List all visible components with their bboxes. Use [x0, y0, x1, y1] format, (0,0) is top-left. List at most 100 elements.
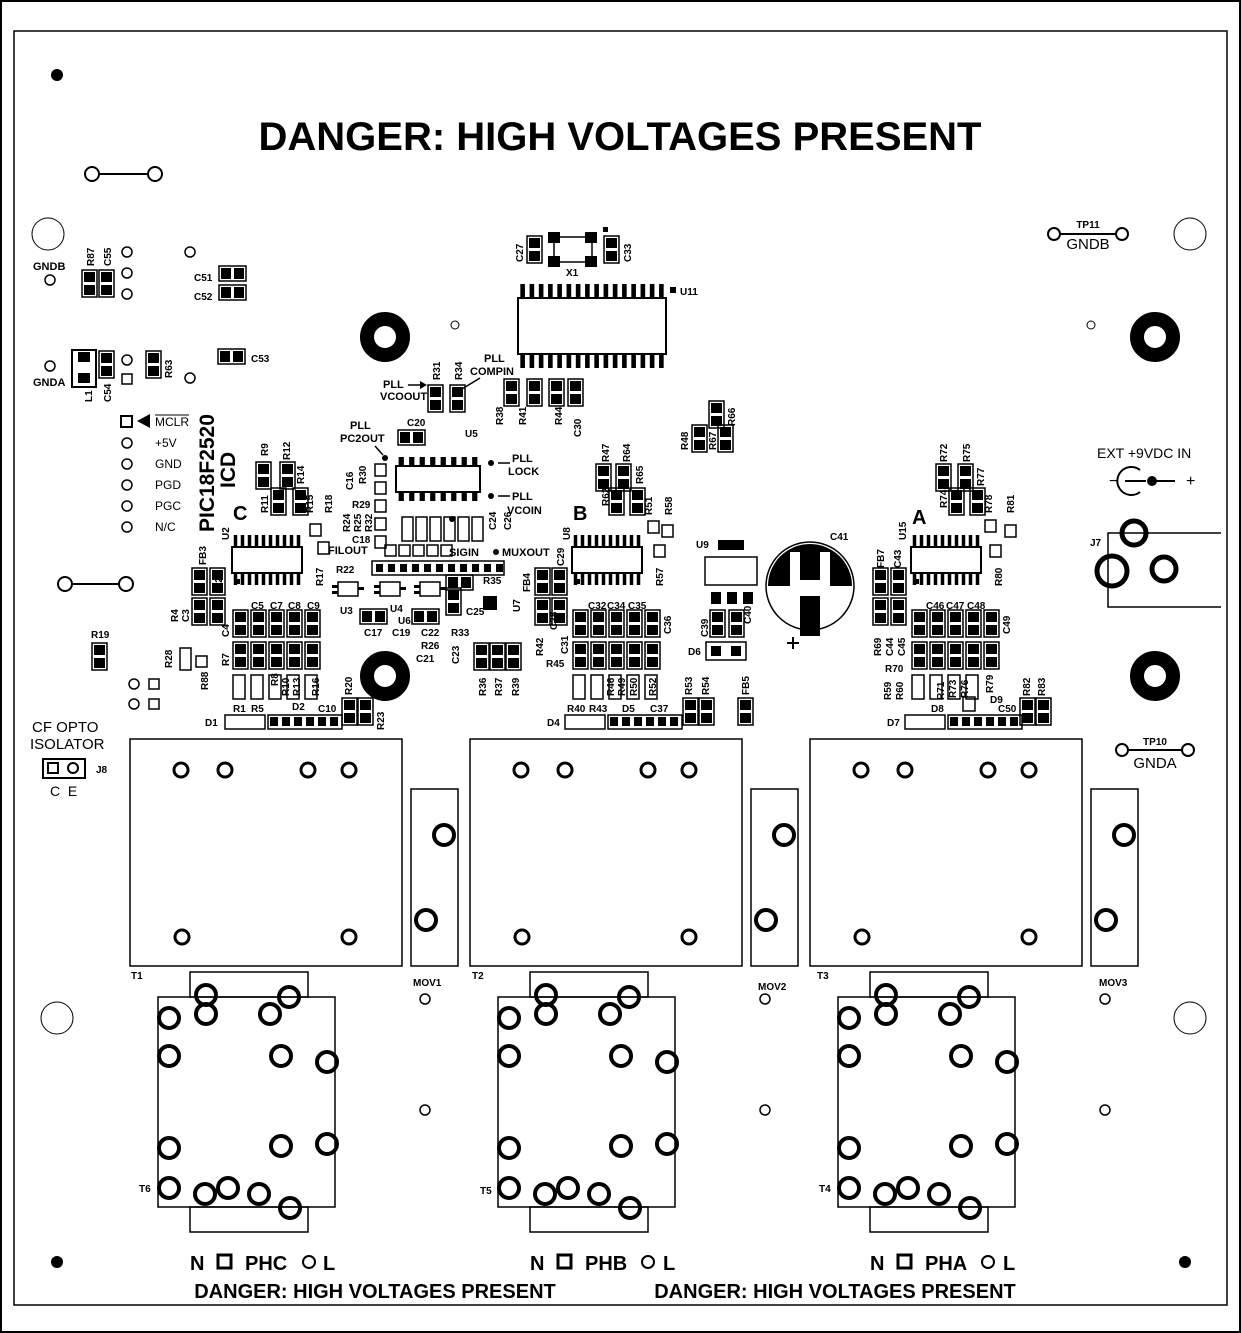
smd-pad [194, 583, 205, 593]
ct-pin [497, 1136, 521, 1160]
ct-pin [587, 1182, 611, 1206]
u2-ic-pin [282, 573, 287, 585]
ct-pin [497, 1044, 521, 1068]
ct-pin [927, 1182, 951, 1206]
u2-ic-pin [296, 573, 301, 585]
small-pad [398, 544, 411, 557]
c7-label: C7 [270, 601, 283, 612]
smd-pad [253, 625, 264, 635]
u15-ic-pin [933, 573, 938, 585]
smd-pad [647, 612, 658, 622]
pc2out-label: PC2OUT [340, 433, 385, 445]
u2-label: U2 [221, 527, 232, 540]
c34-label: C34 [607, 601, 626, 612]
smd-outline [250, 641, 267, 670]
u5-ic [395, 465, 481, 493]
small-pad [384, 544, 397, 557]
c40-label: C40 [743, 605, 754, 624]
mov-pin [772, 823, 796, 847]
r22-pin [496, 564, 503, 572]
ct-pin [609, 1134, 633, 1158]
smd-outline [947, 609, 964, 638]
t5-label: T5 [480, 1186, 492, 1197]
sot23-pin [332, 585, 338, 588]
c33-label: C33 [623, 243, 634, 262]
smd-outline [304, 609, 321, 638]
r10-label: R10 [281, 677, 292, 696]
c55-label: C55 [103, 247, 114, 266]
c23-label: C23 [451, 645, 462, 664]
d2-label: D2 [292, 702, 305, 713]
smd-pad [968, 644, 979, 654]
r22-label: R22 [336, 565, 355, 576]
smd-pad [1038, 713, 1049, 723]
smd-pad [611, 644, 622, 654]
smd-pad [1022, 700, 1033, 710]
u2-ic-pin [240, 573, 245, 585]
smd-pad [629, 657, 640, 667]
ct-pin [216, 1176, 240, 1200]
smd-pad [951, 490, 962, 500]
pha-n: N [870, 1253, 884, 1275]
smd-pad [212, 570, 223, 580]
ct-pin [193, 1182, 217, 1206]
fb7-label: FB7 [876, 549, 887, 568]
r80-label: R80 [994, 567, 1005, 586]
arrow [374, 445, 384, 456]
smd-pad [593, 625, 604, 635]
u11-ic-pin [622, 354, 627, 368]
u15-ic-pin [940, 573, 945, 585]
small-pad [947, 674, 961, 700]
c17-pad [362, 611, 372, 622]
smd-pad [914, 612, 925, 622]
r22-pin [412, 564, 419, 572]
ct-pin [598, 1002, 622, 1026]
r36-pad [476, 658, 487, 668]
vcoout-label: VCOOUT [380, 391, 427, 403]
r22-pin [460, 564, 467, 572]
l1-pad [78, 352, 90, 362]
phb-l: L [663, 1253, 675, 1275]
u11-ic-pin [566, 284, 572, 298]
icd-pin-nc: N/C [155, 520, 176, 534]
u8-ic-pin [608, 535, 613, 547]
smd-pad [950, 625, 961, 635]
smd-outline [629, 487, 646, 516]
icd-pin-5v: +5V [155, 436, 177, 450]
r63-label: R63 [164, 359, 175, 378]
smd-outline [890, 597, 907, 626]
smd-pad [893, 570, 904, 580]
r17-label: R17 [315, 567, 326, 586]
u8-ic-pin [594, 535, 599, 547]
u2-ic-pin [275, 535, 280, 547]
smd-outline [709, 609, 726, 638]
transformer-pin [172, 761, 190, 779]
u5-ic-pin [419, 457, 425, 466]
smd-pad [986, 612, 997, 622]
smd-pad [968, 625, 979, 635]
smd-outline [911, 641, 928, 670]
u9-regulator [704, 556, 758, 586]
u11-ic-pin [585, 354, 590, 368]
u15-ic-pin [947, 573, 952, 585]
smd-outline [872, 597, 889, 626]
d7-diode [904, 714, 946, 730]
r35-pad [461, 577, 471, 588]
ct-pin [837, 1044, 861, 1068]
u8-ic-pin [587, 573, 592, 585]
r22-pin [388, 564, 395, 572]
pin1-mark [575, 579, 580, 584]
small-pad [440, 544, 453, 557]
phc-label: PHC [245, 1253, 287, 1275]
ct-pin [157, 1044, 181, 1068]
ct-pin [873, 1182, 897, 1206]
smd-pad [986, 644, 997, 654]
mov-test-pad [759, 1104, 771, 1116]
ct-pin [938, 1002, 962, 1026]
c29-label: C29 [556, 547, 567, 566]
r60-label: R60 [895, 681, 906, 700]
dot [488, 460, 494, 466]
smd-outline [957, 463, 974, 492]
d2-pad [294, 717, 302, 726]
icd-pin-mclr: MCLR [155, 415, 189, 429]
